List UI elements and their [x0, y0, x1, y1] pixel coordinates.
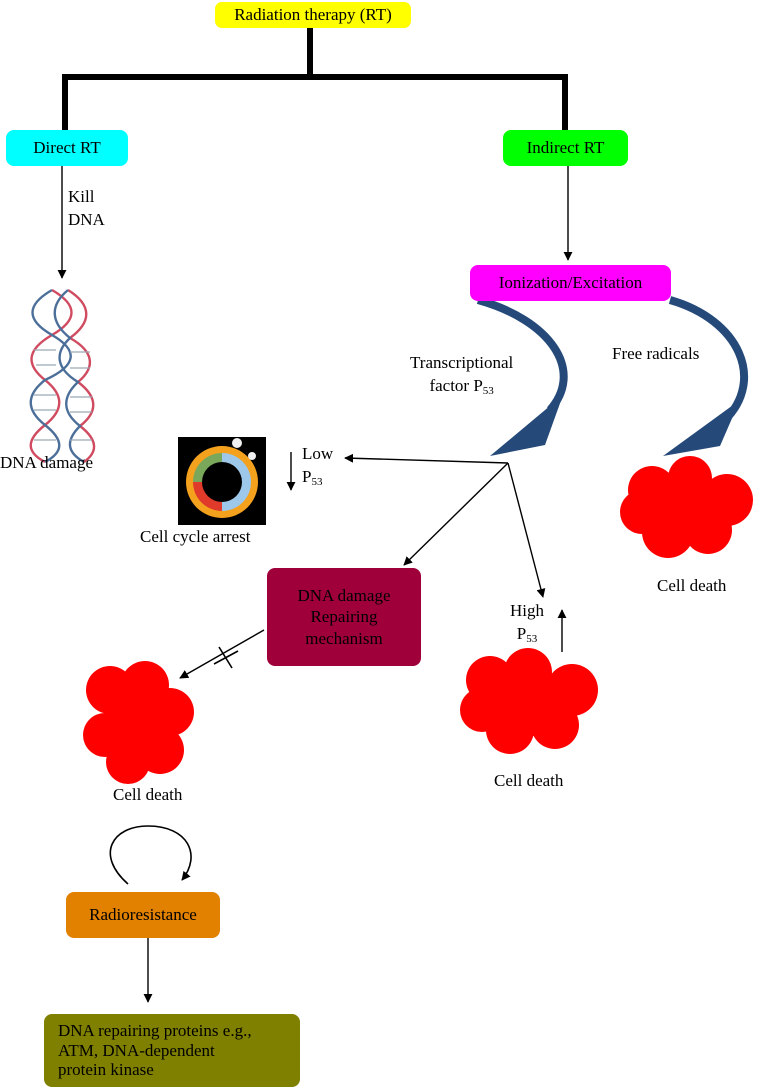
- cell-cycle-arrest-label: Cell cycle arrest: [140, 527, 251, 546]
- curved-arrow-free-radicals: [663, 296, 748, 456]
- proteins-line-2: ATM, DNA-dependent: [58, 1040, 215, 1060]
- top-bracket-connector: [62, 26, 568, 130]
- cell-blob-left: [83, 661, 194, 784]
- high-p53-text: P53: [516, 623, 538, 645]
- curved-arrow-transcriptional: [476, 296, 568, 456]
- radioresistance-box: Radioresistance: [66, 892, 220, 938]
- cell-death-middle-label: Cell death: [494, 771, 564, 790]
- high-text: High: [510, 601, 544, 620]
- repair-line-2: Repairing: [310, 607, 378, 627]
- cell-blob-right: [620, 456, 753, 558]
- repair-proteins-box: DNA repairing proteins e.g., ATM, DNA-de…: [44, 1014, 300, 1087]
- dna-helix-icon: [29, 288, 96, 464]
- cell-death-right-label: Cell death: [657, 576, 727, 595]
- kill-text: Kill: [68, 187, 95, 206]
- arrow-to-cell-cycle-arrest: [344, 453, 509, 464]
- ionization-box: Ionization/Excitation: [470, 265, 671, 301]
- proteins-line-3: protein kinase: [58, 1060, 154, 1080]
- low-text: Low: [302, 444, 334, 463]
- cell-death-left-label: Cell death: [113, 785, 183, 804]
- free-radicals-label: Free radicals: [612, 344, 700, 363]
- low-p53-text: P53: [302, 466, 323, 488]
- arrow-to-cell-death-middle: [507, 462, 546, 598]
- radiation-therapy-box: Radiation therapy (RT): [215, 2, 411, 28]
- factor-p53-text: factor P53: [429, 375, 494, 397]
- repair-line-3: mechanism: [305, 628, 383, 648]
- repair-line-1: DNA damage: [297, 586, 391, 606]
- cell-cycle-icon: [178, 437, 266, 525]
- cell-blob-icon: [83, 456, 753, 784]
- loop-arrow-icon: [109, 825, 192, 885]
- arrow-to-repair: [403, 462, 509, 566]
- transcriptional-factor-label: Transcriptional factor P53: [410, 352, 513, 398]
- kill-dna-label: Kill DNA: [68, 186, 105, 232]
- dna-text: DNA: [68, 209, 105, 229]
- dna-damage-label: DNA damage: [0, 453, 94, 472]
- block-cross-icon: [213, 646, 239, 669]
- high-p53-label: High P53: [510, 600, 544, 646]
- proteins-line-1: DNA repairing proteins e.g.,: [58, 1021, 252, 1041]
- low-p53-label: Low P53: [302, 443, 333, 489]
- direct-rt-box: Direct RT: [6, 130, 128, 166]
- indirect-rt-box: Indirect RT: [503, 130, 628, 166]
- dna-repair-box: DNA damage Repairing mechanism: [267, 568, 421, 666]
- cell-blob-middle: [460, 648, 598, 754]
- transcriptional-text: Transcriptional: [410, 353, 514, 372]
- arrow-repair-blocked: [179, 629, 265, 679]
